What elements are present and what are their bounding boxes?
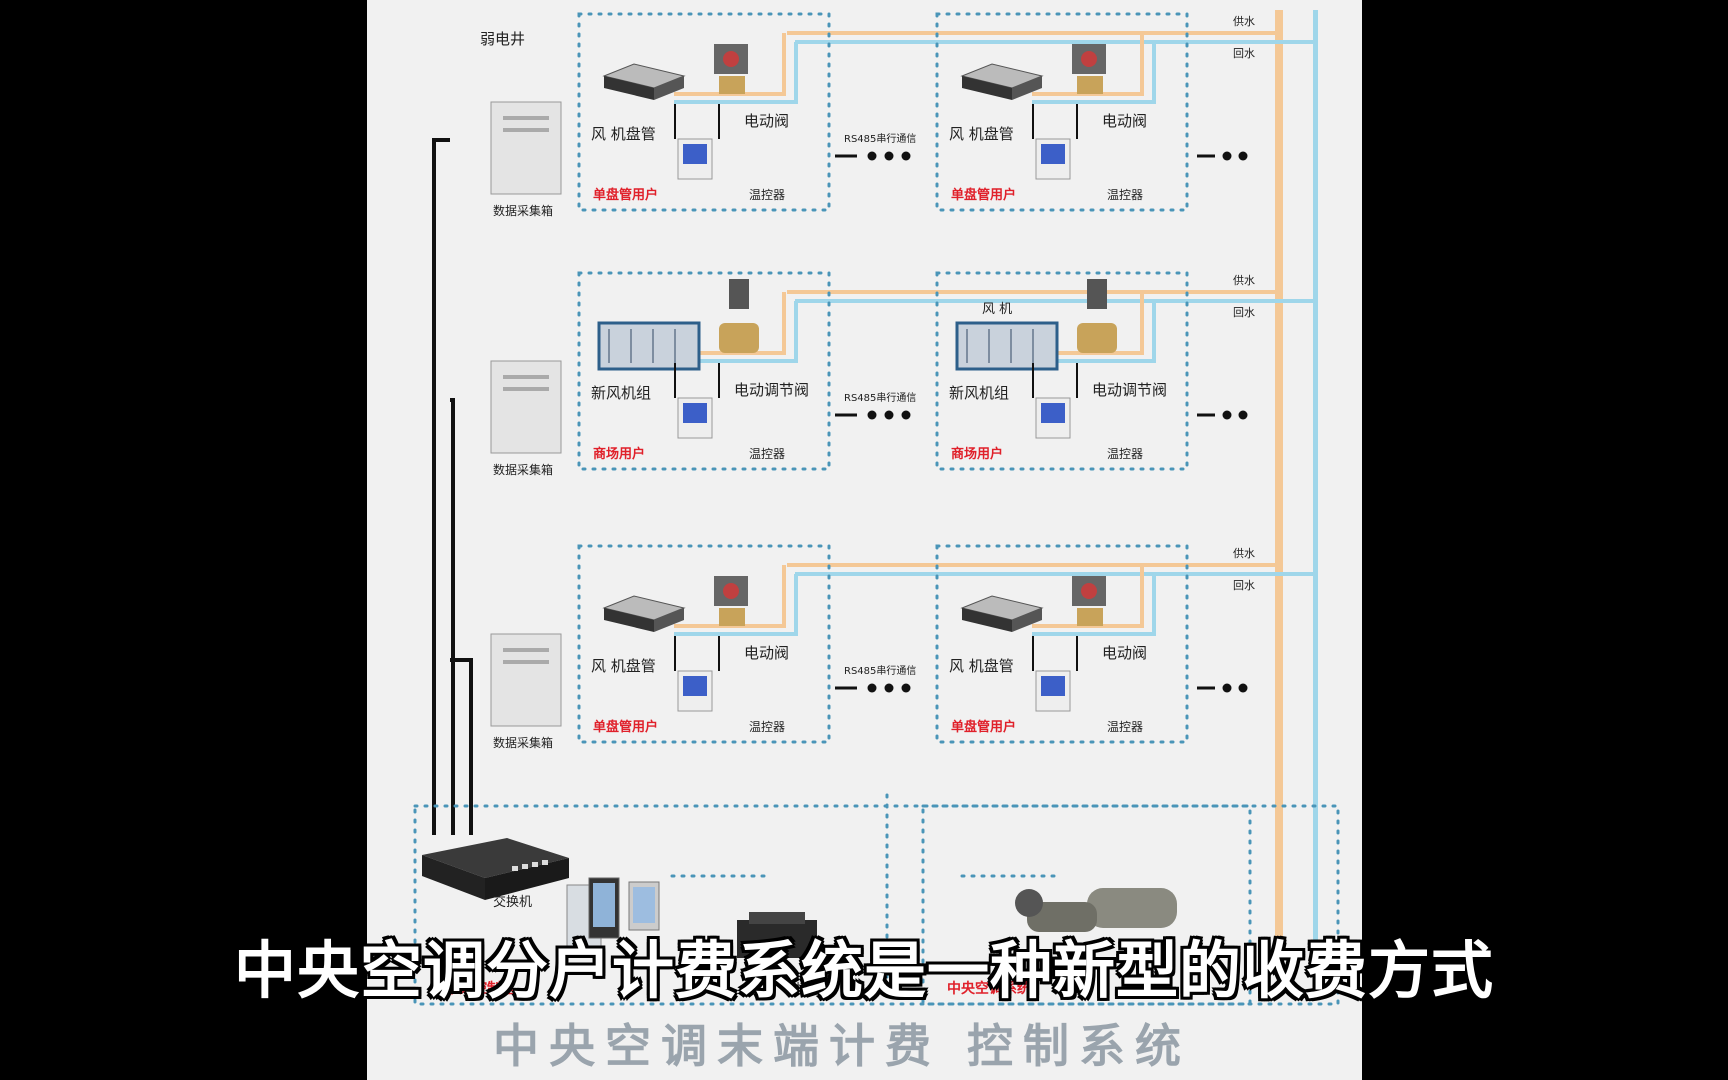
rs485-label: RS485串行通信: [844, 132, 916, 145]
control-room-label: 中央控制室: [445, 980, 515, 997]
thermostat-label: 温控器: [1107, 720, 1143, 734]
user-type-label: 商场用户: [593, 446, 645, 462]
return-water-label: 回水: [1233, 306, 1255, 319]
bus-dot: [1222, 683, 1232, 693]
valve-label: 电动调节阀: [734, 381, 809, 399]
diagram-title: 中央空调末端计费 控制系统: [493, 1019, 1191, 1073]
data-collector-box: [490, 360, 562, 454]
printer-label: 打印机: [795, 982, 834, 997]
data-collector-box: [490, 633, 562, 727]
bus-dot: [884, 151, 894, 161]
bus-dot: [1238, 151, 1248, 161]
data-collector-box: [490, 101, 562, 195]
bus-dot: [1238, 683, 1248, 693]
bus-dot: [867, 683, 877, 693]
ac-system-label: 中央空调系统: [947, 980, 1031, 997]
ac-system-box: [921, 804, 1340, 1006]
user-unit-boundary: [577, 271, 831, 471]
fan-label: 风 机: [982, 302, 1012, 317]
supply-water-label: 供水: [1233, 273, 1255, 287]
valve-label: 电动阀: [1102, 644, 1147, 662]
regulating-valve-icon: [729, 279, 749, 309]
data-collector-label: 数据采集箱: [493, 735, 553, 750]
chiller-icon: [1015, 888, 1177, 932]
fresh-air-unit-icon: [955, 321, 1059, 371]
bus-dot: [901, 410, 911, 420]
data-collector-label: 数据采集箱: [493, 462, 553, 477]
equipment-label: 新风机组: [949, 384, 1009, 402]
printer-icon: [737, 912, 817, 958]
computer-icon: [566, 877, 660, 956]
supply-water-label: 供水: [1233, 14, 1255, 28]
thermostat-label: 温控器: [1107, 447, 1143, 461]
rs485-label: RS485串行通信: [844, 664, 916, 677]
valve-label: 电动调节阀: [1092, 381, 1167, 399]
valve-label: 电动阀: [744, 112, 789, 130]
supply-riser-pipe: [1275, 10, 1283, 970]
valve-label: 电动阀: [1102, 112, 1147, 130]
equipment-label: 新风机组: [591, 384, 651, 402]
control-room-box: [413, 804, 1252, 1006]
return-water-label: 回水: [1233, 579, 1255, 592]
network-switch: [422, 838, 569, 900]
bus-dot: [1222, 410, 1232, 420]
data-collector-label: 数据采集箱: [493, 203, 553, 218]
equipment-label: 风 机盘管: [949, 657, 1014, 675]
switch-label: 交换机: [493, 894, 532, 910]
equipment-label: 风 机盘管: [591, 125, 656, 143]
bus-dot: [1238, 410, 1248, 420]
return-water-label: 回水: [1233, 47, 1255, 60]
user-type-label: 单盘管用户: [951, 187, 1016, 203]
user-type-label: 单盘管用户: [593, 719, 658, 735]
bus-dot: [884, 410, 894, 420]
bus-dot: [1222, 151, 1232, 161]
bus-dot: [867, 151, 877, 161]
bus-dot: [867, 410, 877, 420]
user-type-label: 商场用户: [951, 446, 1003, 462]
bus-dot: [901, 151, 911, 161]
supply-water-label: 供水: [1233, 546, 1255, 560]
fresh-air-unit-icon: [597, 321, 701, 371]
valve-label: 电动阀: [744, 644, 789, 662]
thermostat-label: 温控器: [749, 720, 785, 734]
video-subtitle: 中央空调分户计费系统是一种新型的收费方式: [233, 934, 1494, 1007]
bus-dot: [901, 683, 911, 693]
thermostat-label: 温控器: [1107, 188, 1143, 202]
regulating-valve-icon: [1087, 279, 1107, 309]
bus-dot: [884, 683, 894, 693]
user-unit-boundary: [577, 12, 831, 212]
network-cables: [432, 138, 473, 835]
hvac-billing-diagram: 弱电井 供水回水数据采集箱RS485串行通信风 机盘管电动阀单盘管用户温控器风 …: [413, 10, 1340, 1073]
equipment-label: 风 机盘管: [591, 657, 656, 675]
thermostat-label: 温控器: [749, 447, 785, 461]
user-type-label: 单盘管用户: [951, 719, 1016, 735]
thermostat-label: 温控器: [749, 188, 785, 202]
weak-shaft-label: 弱电井: [480, 30, 525, 48]
user-unit-boundary: [935, 544, 1189, 744]
user-unit-boundary: [577, 544, 831, 744]
return-riser-pipe: [1313, 10, 1318, 970]
rs485-label: RS485串行通信: [844, 391, 916, 404]
user-unit-boundary: [935, 271, 1189, 471]
equipment-label: 风 机盘管: [949, 125, 1014, 143]
user-type-label: 单盘管用户: [593, 187, 658, 203]
user-unit-boundary: [935, 12, 1189, 212]
